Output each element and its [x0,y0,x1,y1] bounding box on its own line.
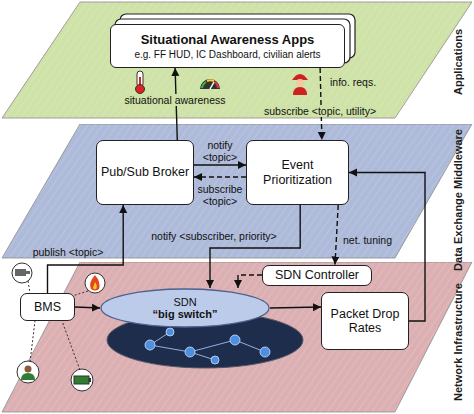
note-label: info. reqs. [330,76,376,88]
thermometer-icon [136,71,145,94]
plane-fill [2,124,472,258]
connector [349,173,425,322]
box-subtitle: e.g. FF HUD, IC Dashboard, civilian aler… [134,49,320,60]
process-box: SDN Controller [262,265,372,286]
edge-label: notify <subscriber, priority> [149,230,278,242]
plane-hatch [2,262,472,412]
gauge-icon [200,79,220,89]
box-title: Packet Drop Rates [322,307,408,336]
box-title: BMS [34,300,61,314]
plane-fill [2,2,472,118]
box-title: SDN Controller [275,268,359,282]
dashed-connector [194,176,246,177]
connector [194,164,246,165]
edge-label: notify <topic> [191,139,249,163]
switch-ellipse: SDN“big switch” [100,288,270,328]
process-box: Pub/Sub Broker [96,140,194,205]
box-subtitle: “big switch” [153,308,218,320]
connector [270,307,321,308]
edge-label: net. tuning [341,234,394,246]
dashed-connector [335,205,338,265]
layer-label: Applications [452,29,464,95]
apps-stack [115,14,355,63]
edge-label: subscribe <topic, utility> [262,105,378,117]
edge-label: situational awareness [123,94,228,106]
process-box: Packet Drop Rates [321,292,409,350]
box-title: Pub/Sub Broker [101,165,189,179]
edge-label: subscribe <topic> [191,183,249,207]
plane-fill [2,262,472,412]
firefighter-icon [292,74,308,95]
connector [75,307,100,308]
plane-hatch [2,2,472,118]
app-box: Situational Awareness Apps e.g. FF HUD, I… [110,24,345,68]
connector [210,205,300,288]
process-box: Event Prioritization [246,140,349,205]
ellipse-outline [101,289,269,327]
box-title: Event Prioritization [247,158,348,187]
edge-label: publish <topic> [31,246,106,258]
sensor-icons [12,263,105,391]
box-title: Situational Awareness Apps [141,32,315,47]
sdn-network [107,312,303,368]
dashed-connector [238,275,262,288]
box-title: SDN [173,296,196,308]
process-box: BMS [20,293,75,321]
plane-hatch [2,124,472,258]
layer-label: Data Exchange Middleware [452,129,464,271]
layer-label: Network Infrastructure [452,283,464,401]
